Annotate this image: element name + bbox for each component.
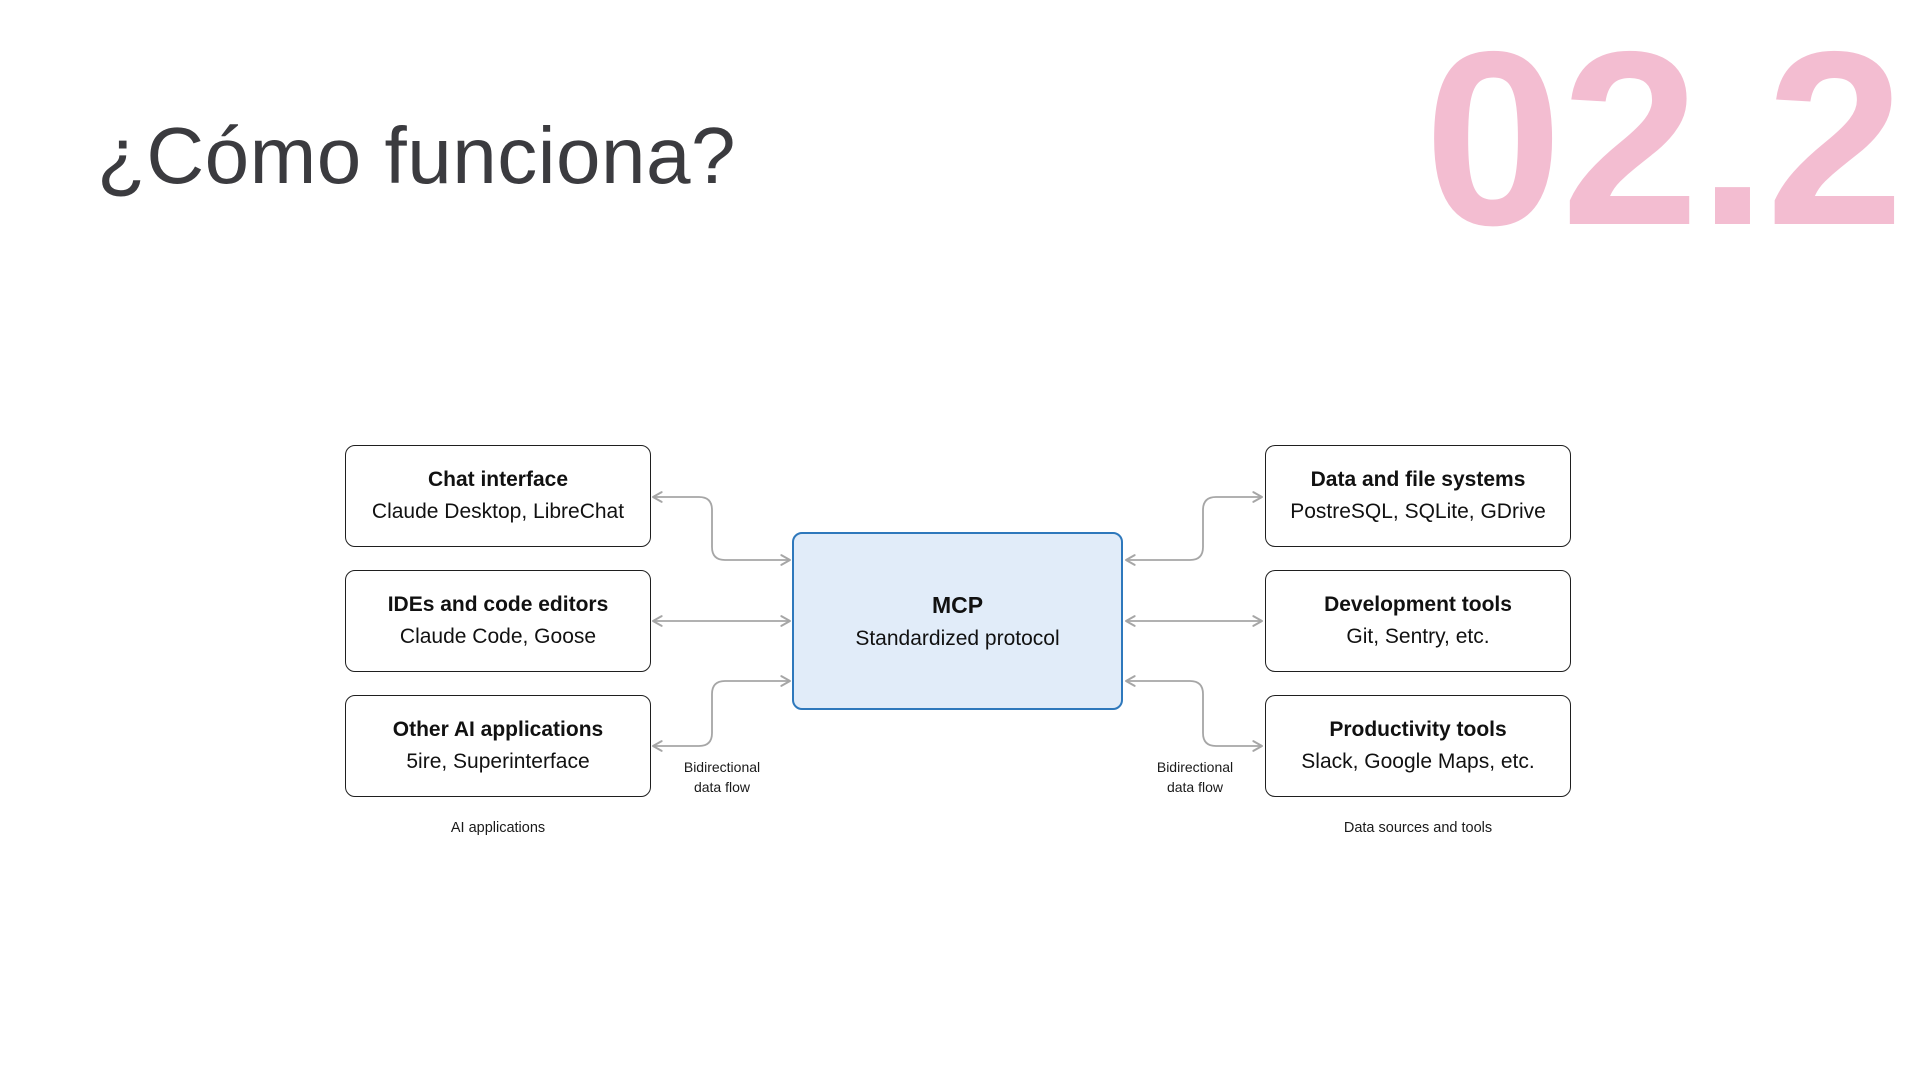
node-title: Chat interface xyxy=(427,468,569,491)
caption-ai-applications: AI applications xyxy=(450,820,546,836)
flow-label-line: Bidirectional xyxy=(683,759,761,775)
label-bidirectional-data-flow-right: Bidirectional data flow xyxy=(1124,757,1266,797)
connector-left-bottom xyxy=(652,675,791,752)
node-title: Other AI applications xyxy=(392,718,604,741)
node-subtitle: Standardized protocol xyxy=(855,626,1060,650)
node-subtitle: 5ire, Superinterface xyxy=(406,750,590,773)
connector-left-top xyxy=(652,491,791,566)
node-data-file-systems: Data and file systems PostreSQL, SQLite,… xyxy=(1265,445,1571,547)
node-title: Productivity tools xyxy=(1329,718,1507,741)
node-development-tools: Development tools Git, Sentry, etc. xyxy=(1265,570,1571,672)
flow-label-line: data flow xyxy=(693,779,751,795)
node-subtitle: Git, Sentry, etc. xyxy=(1346,625,1490,648)
flow-label-line: Bidirectional xyxy=(1156,759,1234,775)
section-number: 02.2 xyxy=(1424,0,1904,277)
node-ides-code-editors: IDEs and code editors Claude Code, Goose xyxy=(345,570,651,672)
node-title: Development tools xyxy=(1324,593,1512,616)
node-subtitle: Claude Desktop, LibreChat xyxy=(371,500,625,523)
node-mcp: MCP Standardized protocol xyxy=(792,532,1123,710)
flow-label-line: data flow xyxy=(1166,779,1224,795)
node-subtitle: Slack, Google Maps, etc. xyxy=(1301,750,1535,773)
node-subtitle: Claude Code, Goose xyxy=(399,625,597,648)
node-title: MCP xyxy=(931,591,984,618)
node-title: IDEs and code editors xyxy=(387,593,609,616)
node-subtitle: PostreSQL, SQLite, GDrive xyxy=(1290,500,1546,523)
caption-data-sources-and-tools: Data sources and tools xyxy=(1343,820,1493,836)
connector-right-top xyxy=(1125,491,1263,566)
node-title: Data and file systems xyxy=(1310,468,1526,491)
node-productivity-tools: Productivity tools Slack, Google Maps, e… xyxy=(1265,695,1571,797)
connector-right-bottom xyxy=(1125,675,1263,752)
node-chat-interface: Chat interface Claude Desktop, LibreChat xyxy=(345,445,651,547)
label-bidirectional-data-flow-left: Bidirectional data flow xyxy=(651,757,793,797)
slide-title: ¿Cómo funciona? xyxy=(97,111,736,200)
node-other-ai-applications: Other AI applications 5ire, Superinterfa… xyxy=(345,695,651,797)
